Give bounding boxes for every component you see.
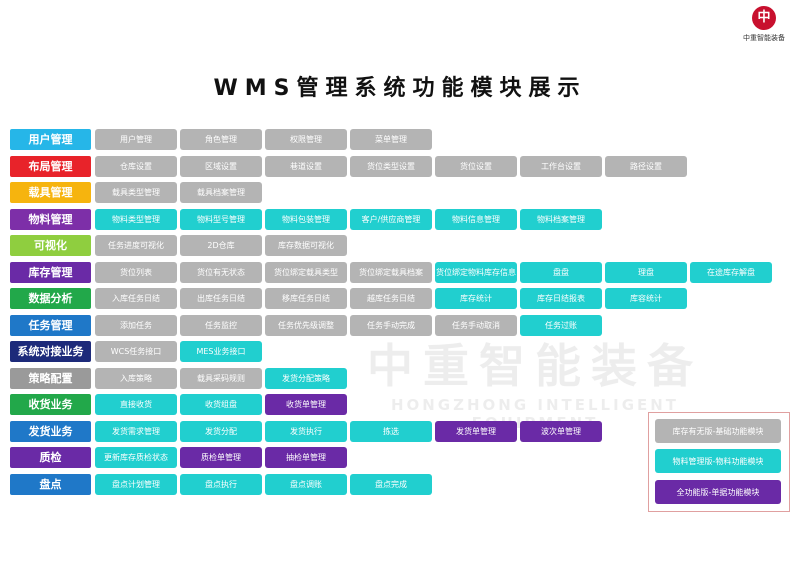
module-box: 货位设置 (435, 155, 517, 177)
module-box: 路径设置 (605, 155, 687, 177)
category-label: 库存管理 (10, 261, 91, 283)
module-box: 任务过账 (520, 314, 602, 336)
module-box: 发货单管理 (435, 420, 517, 442)
module-box: 物料信息管理 (435, 208, 517, 230)
module-box: 货位有无状态 (180, 261, 262, 283)
module-box: 货位类型设置 (350, 155, 432, 177)
module-box: 直接收货 (95, 394, 177, 415)
module-box: 入库任务日结 (95, 288, 177, 309)
category-label: 质检 (10, 447, 91, 468)
module-box: 盘盘 (520, 261, 602, 283)
module-box: 发货分配策略 (265, 367, 347, 389)
module-box: 盘点执行 (180, 473, 262, 495)
logo-text: 中重智能装备 (743, 34, 785, 42)
module-box: 货位绑定物料库存信息 (435, 261, 517, 283)
category-label: 载具管理 (10, 182, 91, 203)
module-box: 盘点计划管理 (95, 473, 177, 495)
watermark-cn: 中重智能装备 (367, 339, 703, 393)
category-label: 布局管理 (10, 155, 91, 177)
module-box: 移库任务日结 (265, 288, 347, 309)
module-box: 客户/供应商管理 (350, 208, 432, 230)
module-box: 盘点调账 (265, 473, 347, 495)
module-box: 收货组盘 (180, 394, 262, 415)
category-label: 物料管理 (10, 208, 91, 230)
category-label: 盘点 (10, 473, 91, 495)
page-title: WMS管理系统功能模块展示 (213, 76, 587, 101)
edition-legend: 库存有无版-基础功能模块 物料管理版-物料功能模块 全功能版-单据功能模块 (648, 412, 790, 512)
module-box: 库存统计 (435, 288, 517, 309)
category-label: 用户管理 (10, 129, 91, 150)
module-box: 波次单管理 (520, 420, 602, 442)
module-box: 库容统计 (605, 288, 687, 309)
company-logo: 中 中重智能装备 (736, 6, 792, 54)
module-box: 任务监控 (180, 314, 262, 336)
page-title-container: WMS管理系统功能模块展示 (0, 70, 800, 102)
module-box: 载具档案管理 (180, 182, 262, 203)
module-box: 2D仓库 (180, 235, 262, 256)
category-label: 收货业务 (10, 394, 91, 415)
module-box: 权限管理 (265, 129, 347, 150)
module-box: 角色管理 (180, 129, 262, 150)
category-label: 发货业务 (10, 420, 91, 442)
category-label: 任务管理 (10, 314, 91, 336)
module-box: 巷道设置 (265, 155, 347, 177)
module-box: 发货执行 (265, 420, 347, 442)
module-box: 物料档案管理 (520, 208, 602, 230)
module-box: 任务手动完成 (350, 314, 432, 336)
module-box: 物料型号管理 (180, 208, 262, 230)
category-label: 数据分析 (10, 288, 91, 309)
category-label: 可视化 (10, 235, 91, 256)
module-box: 货位绑定载具档案 (350, 261, 432, 283)
module-box: 任务手动取消 (435, 314, 517, 336)
module-box: 收货单管理 (265, 394, 347, 415)
module-box: 理盘 (605, 261, 687, 283)
category-label: 策略配置 (10, 367, 91, 389)
module-box: 仓库设置 (95, 155, 177, 177)
module-box: 货位绑定载具类型 (265, 261, 347, 283)
module-box: 物料包装管理 (265, 208, 347, 230)
module-box: 区域设置 (180, 155, 262, 177)
module-box: 菜单管理 (350, 129, 432, 150)
module-box: 物料类型管理 (95, 208, 177, 230)
module-box: 任务进度可视化 (95, 235, 177, 256)
module-box: 抽检单管理 (265, 447, 347, 468)
legend-full: 全功能版-单据功能模块 (655, 480, 781, 504)
module-box: 货位列表 (95, 261, 177, 283)
module-box: 工作台设置 (520, 155, 602, 177)
module-box: 添加任务 (95, 314, 177, 336)
module-box: 库存日结报表 (520, 288, 602, 309)
module-box: 更新库存质检状态 (95, 447, 177, 468)
module-box: 载具采码规则 (180, 367, 262, 389)
module-box: 盘点完成 (350, 473, 432, 495)
legend-basic: 库存有无版-基础功能模块 (655, 419, 781, 443)
module-box: 用户管理 (95, 129, 177, 150)
module-box: 库存数据可视化 (265, 235, 347, 256)
module-box: 出库任务日结 (180, 288, 262, 309)
module-box: WCS任务接口 (95, 341, 177, 362)
module-box: 越库任务日结 (350, 288, 432, 309)
module-box: 质检单管理 (180, 447, 262, 468)
logo-icon: 中 (752, 6, 776, 30)
module-box: 发货需求管理 (95, 420, 177, 442)
module-box: 在途库存解盘 (690, 261, 772, 283)
module-box: 载具类型管理 (95, 182, 177, 203)
module-box: 拣选 (350, 420, 432, 442)
module-box: MES业务接口 (180, 341, 262, 362)
category-label: 系统对接业务 (10, 341, 91, 362)
module-box: 发货分配 (180, 420, 262, 442)
legend-material: 物料管理版-物料功能模块 (655, 449, 781, 473)
module-box: 任务优先级调整 (265, 314, 347, 336)
module-box: 入库策略 (95, 367, 177, 389)
